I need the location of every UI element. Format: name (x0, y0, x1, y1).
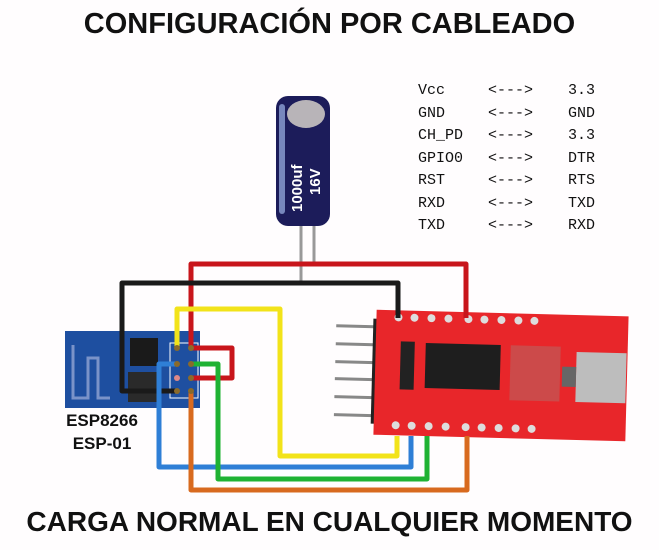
capacitor-voltage: 16V (307, 168, 324, 195)
arrow: <---> (488, 82, 534, 99)
pin-row: Vcc <---> 3.3 (418, 80, 595, 103)
arrow: <---> (488, 172, 534, 189)
arrow: <---> (488, 194, 534, 212)
esp-model: ESP-01 (72, 434, 132, 453)
wire-rst (188, 391, 470, 493)
arrow: <---> (488, 217, 534, 234)
esp-pin: Vcc (418, 82, 446, 99)
pin-row: GND <---> GND (418, 103, 595, 126)
pin-row: RXD <---> TXD (418, 193, 595, 216)
wire-gnd (119, 280, 401, 394)
esp-pin: GND (418, 104, 446, 122)
ftdi-board (333, 309, 629, 442)
ftdi-pin: 3.3 (568, 82, 596, 99)
ftdi-pin: 3.3 (568, 127, 596, 144)
esp-name: ESP8266 (66, 411, 138, 430)
esp-pin: TXD (418, 217, 446, 234)
pin-row: CH_PD <---> 3.3 (418, 125, 595, 148)
esp-pin: RXD (418, 194, 446, 212)
ftdi-pin: GND (568, 104, 596, 122)
esp-pin: RST (418, 172, 446, 189)
esp-pin: GPIO0 (418, 149, 464, 167)
arrow: <---> (488, 127, 534, 144)
wire-rx (174, 306, 400, 459)
wire-vcc (188, 261, 469, 348)
pin-row: RST <---> RTS (418, 170, 595, 193)
arrow: <---> (488, 104, 534, 122)
esp-pin: CH_PD (418, 127, 464, 144)
capacitor-value: 1000uf (289, 163, 306, 212)
esp01-module (65, 331, 200, 408)
pin-row: GPIO0 <---> DTR (418, 148, 595, 171)
ftdi-pin: TXD (568, 194, 596, 212)
diagram-title: CONFIGURACIÓN POR CABLEADO (83, 8, 576, 40)
arrow: <---> (488, 149, 534, 167)
ftdi-pin: RXD (568, 217, 596, 234)
pin-mapping-table: Vcc <---> 3.3 GND <---> GND CH_PD <---> 3.3 GP… (418, 80, 595, 238)
wires (119, 261, 470, 493)
wire-tx (156, 361, 414, 470)
wire-ch-pd (191, 345, 235, 381)
capacitor: 1000uf 16V (276, 96, 330, 283)
diagram-footer: CARGA NORMAL EN CUALQUIER MOMENTO (26, 506, 633, 537)
pin-row: TXD <---> RXD (418, 215, 595, 238)
ftdi-pin: RTS (568, 172, 596, 189)
wire-gpio0 (191, 361, 430, 482)
ftdi-pin: DTR (568, 149, 596, 167)
